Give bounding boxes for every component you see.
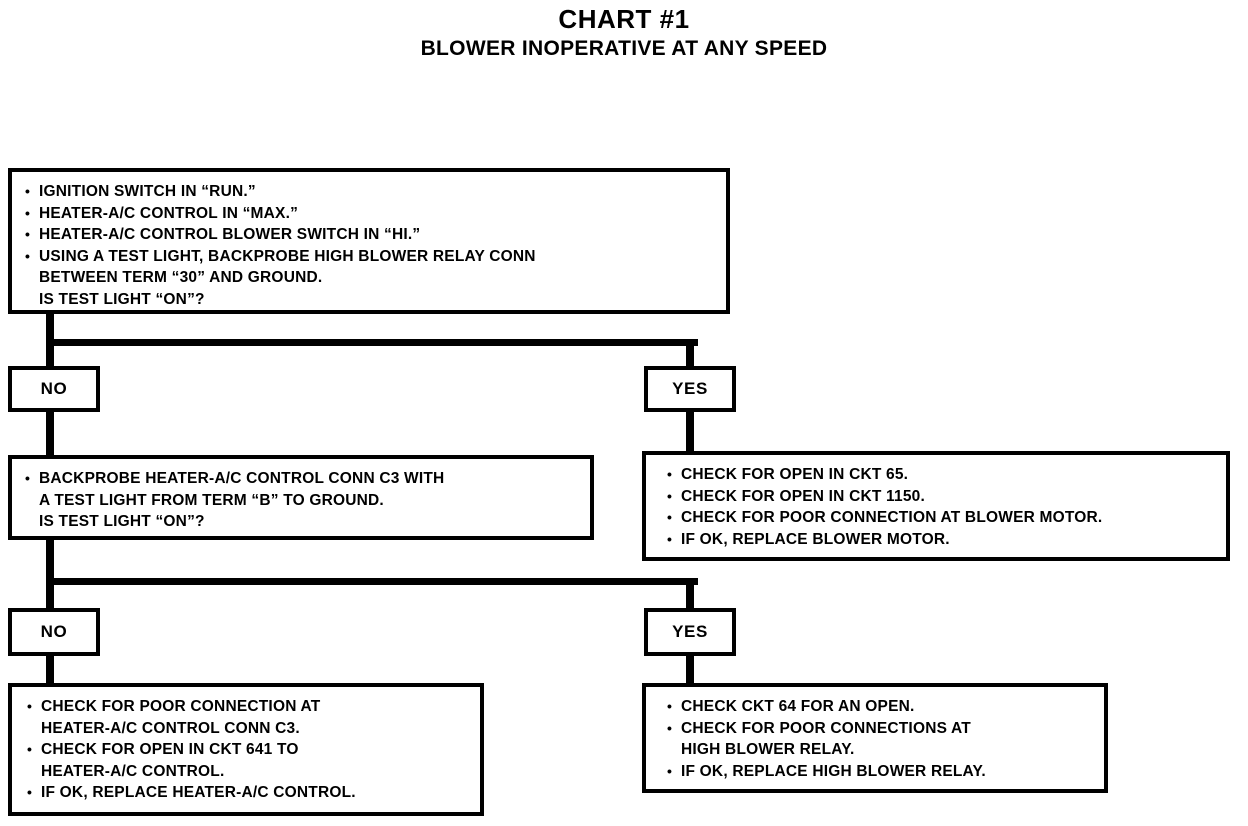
decision-no-2: NO <box>8 608 100 656</box>
decision-no-1: NO <box>8 366 100 412</box>
list-item-continuation: HEATER-A/C CONTROL. <box>41 762 225 780</box>
connector-to-no-2 <box>46 578 54 612</box>
heater-control-action-box: CHECK FOR POOR CONNECTION AT HEATER-A/C … <box>8 683 484 816</box>
connector-no-2-to-bottom-left <box>46 654 54 686</box>
backprobe-heater-control-list: BACKPROBE HEATER-A/C CONTROL CONN C3 WIT… <box>12 459 590 541</box>
backprobe-heater-control-box: BACKPROBE HEATER-A/C CONTROL CONN C3 WIT… <box>8 455 594 540</box>
heater-control-action-list: CHECK FOR POOR CONNECTION AT HEATER-A/C … <box>12 687 480 812</box>
list-item: CHECK FOR OPEN IN CKT 641 TO <box>26 739 470 761</box>
list-item: USING A TEST LIGHT, BACKPROBE HIGH BLOWE… <box>24 246 716 268</box>
chart-title-block: CHART #1 BLOWER INOPERATIVE AT ANY SPEED <box>0 4 1248 62</box>
list-item: CHECK FOR OPEN IN CKT 1150. <box>666 486 1216 508</box>
decision-no-1-label: NO <box>40 379 68 398</box>
connector-start-stem <box>46 309 54 346</box>
list-item: HEATER-A/C CONTROL IN “MAX.” <box>24 203 716 225</box>
decision-yes-1-label: YES <box>672 379 708 398</box>
connector-yes-2-to-bottom-right <box>686 654 694 686</box>
start-condition-box: IGNITION SWITCH IN “RUN.” HEATER-A/C CON… <box>8 168 730 314</box>
list-item-continuation: A TEST LIGHT FROM TERM “B” TO GROUND. <box>39 491 384 509</box>
blower-motor-action-box: CHECK FOR OPEN IN CKT 65. CHECK FOR OPEN… <box>642 451 1230 561</box>
list-item: HEATER-A/C CONTROL BLOWER SWITCH IN “HI.… <box>24 224 716 246</box>
list-item: CHECK CKT 64 FOR AN OPEN. <box>666 696 1094 718</box>
connector-to-no-1 <box>46 339 54 367</box>
list-item: CHECK FOR POOR CONNECTIONS AT <box>666 718 1094 740</box>
list-item-continuation: BETWEEN TERM “30” AND GROUND. <box>39 269 323 286</box>
decision-yes-2: YES <box>644 608 736 656</box>
connector-yes-1-to-right-action <box>686 410 694 454</box>
blower-motor-action-list: CHECK FOR OPEN IN CKT 65. CHECK FOR OPEN… <box>646 455 1226 558</box>
start-condition-list: IGNITION SWITCH IN “RUN.” HEATER-A/C CON… <box>12 172 726 318</box>
list-item: CHECK FOR OPEN IN CKT 65. <box>666 464 1216 486</box>
connector-split-2-horizontal <box>46 578 698 585</box>
page-subtitle: BLOWER INOPERATIVE AT ANY SPEED <box>420 37 828 60</box>
list-item: IF OK, REPLACE HEATER-A/C CONTROL. <box>26 782 470 804</box>
connector-left-test-stem <box>46 538 54 585</box>
list-item-continuation: HIGH BLOWER RELAY. <box>681 741 855 758</box>
connector-to-yes-1 <box>686 339 694 367</box>
list-item: IGNITION SWITCH IN “RUN.” <box>24 181 716 203</box>
page-title: CHART #1 <box>558 4 690 34</box>
list-item: BACKPROBE HEATER-A/C CONTROL CONN C3 WIT… <box>24 468 580 490</box>
list-item-continuation: IS TEST LIGHT “ON”? <box>39 290 205 308</box>
connector-no-1-to-left-test <box>46 410 54 456</box>
connector-to-yes-2 <box>686 578 694 612</box>
high-blower-relay-action-list: CHECK CKT 64 FOR AN OPEN. CHECK FOR POOR… <box>646 687 1104 790</box>
decision-yes-1: YES <box>644 366 736 412</box>
connector-split-1-horizontal <box>46 339 698 346</box>
high-blower-relay-action-box: CHECK CKT 64 FOR AN OPEN. CHECK FOR POOR… <box>642 683 1108 793</box>
list-item: IF OK, REPLACE HIGH BLOWER RELAY. <box>666 761 1094 783</box>
list-item: CHECK FOR POOR CONNECTION AT BLOWER MOTO… <box>666 507 1216 529</box>
list-item: IF OK, REPLACE BLOWER MOTOR. <box>666 529 1216 551</box>
list-item: CHECK FOR POOR CONNECTION AT <box>26 696 470 718</box>
decision-no-2-label: NO <box>40 622 68 641</box>
list-item-continuation: HEATER-A/C CONTROL CONN C3. <box>41 719 300 737</box>
list-item-continuation: IS TEST LIGHT “ON”? <box>39 513 205 530</box>
decision-yes-2-label: YES <box>672 622 708 641</box>
